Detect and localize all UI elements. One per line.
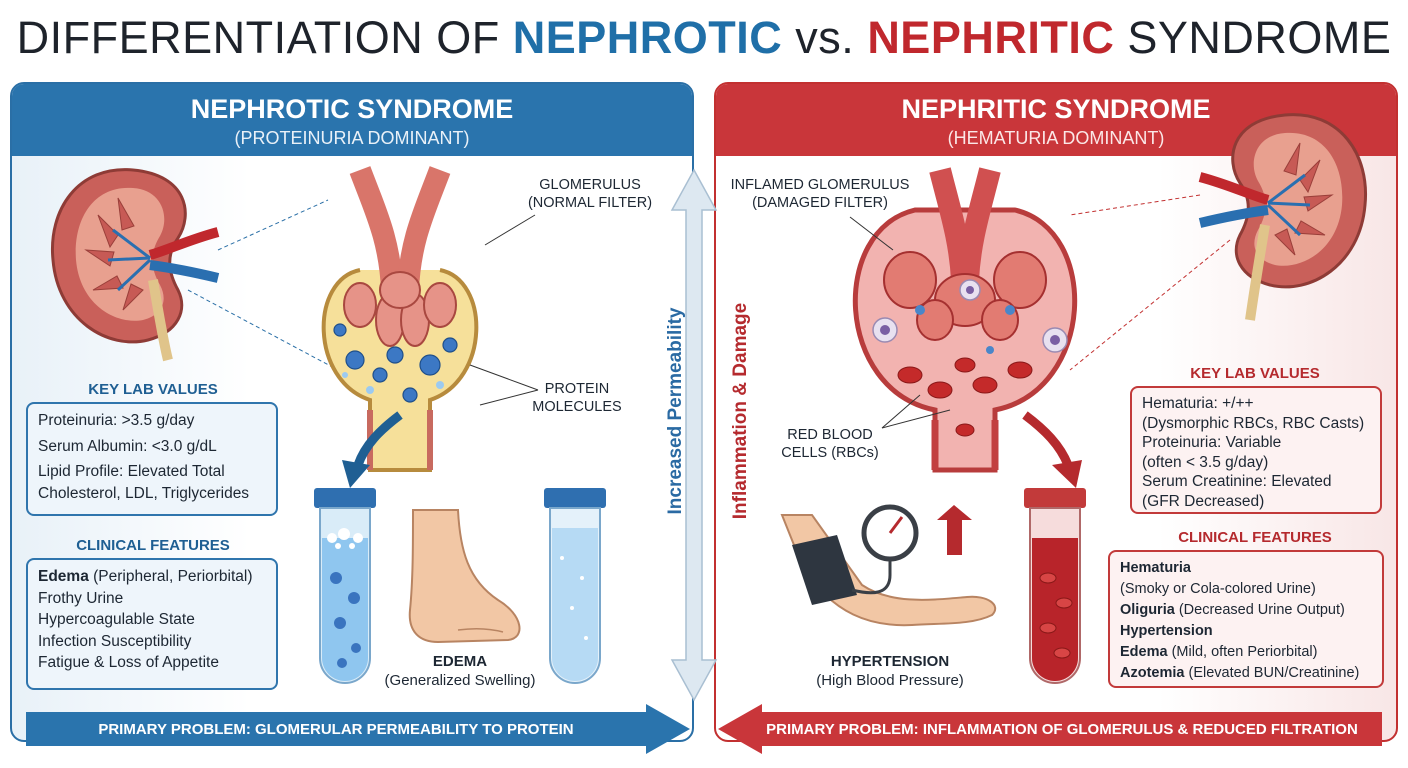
lab-value: (often < 3.5 g/day) — [1142, 453, 1269, 471]
feature-text: (Peripheral, Periorbital) — [88, 568, 253, 585]
comparison-urine-tube-icon — [544, 488, 606, 684]
center-double-arrow-icon — [670, 168, 718, 702]
clinical-feature: Infection Susceptibility — [38, 632, 192, 650]
nephritic-bottom-arrow-shape — [718, 704, 1382, 754]
nephritic-subheading: (HEMATURIA DOMINANT) — [947, 128, 1165, 148]
lab-value: Hematuria: +/++ — [1142, 395, 1254, 412]
feature-text: (Elevated BUN/Creatinine) — [1184, 665, 1360, 681]
feature-bold: Azotemia — [1120, 665, 1185, 681]
lab-value: (GFR Decreased) — [1142, 492, 1265, 510]
label-line: PROTEIN — [544, 381, 610, 397]
nephrotic-heading: NEPHROTIC SYNDROME — [190, 94, 514, 124]
nephrotic-header: NEPHROTIC SYNDROME (PROTEINURIA DOMINANT… — [12, 84, 692, 156]
rbc-label: RED BLOOD CELLS (RBCs) — [760, 426, 900, 462]
feature-text: (Mild, often Periorbital) — [1167, 644, 1318, 660]
nephrotic-subheading: (PROTEINURIA DOMINANT) — [234, 128, 470, 148]
label-line: (DAMAGED FILTER) — [752, 195, 888, 211]
nephrotic-bottom-arrow-shape — [26, 704, 690, 754]
protein-molecules-label: PROTEIN MOLECULES — [522, 380, 632, 416]
protein-flow-arrow — [342, 411, 403, 488]
clinical-feature: Fatigue & Loss of Appetite — [38, 654, 219, 671]
feature-bold: Hematuria — [1120, 560, 1191, 576]
page-title: DIFFERENTIATION OF NEPHROTIC vs. NEPHRIT… — [0, 12, 1408, 64]
clinical-feature: Frothy Urine — [38, 589, 124, 607]
feature-bold: Edema — [1120, 644, 1168, 660]
lab-value: Serum Albumin: <3.0 g/dL — [38, 437, 217, 455]
clinical-feature: Hypercoagulable State — [38, 611, 195, 628]
hypertension-caption-sub: (High Blood Pressure) — [816, 672, 964, 689]
nephritic-lab-values-box: Hematuria: +/++ (Dysmorphic RBCs, RBC Ca… — [1130, 386, 1382, 514]
rbc-pointer-lines — [881, 394, 951, 429]
protein-pointer-lines — [469, 364, 539, 406]
nephrotic-kidney-illustration — [50, 168, 339, 371]
feature-bold: Edema — [38, 568, 89, 585]
clinical-feature: Hypertension — [1120, 621, 1372, 642]
label-line: (NORMAL FILTER) — [527, 195, 653, 211]
edema-caption: EDEMA (Generalized Swelling) — [370, 652, 550, 690]
title-nephritic: NEPHRITIC — [867, 12, 1115, 63]
label-line: GLOMERULUS — [539, 177, 641, 193]
label-line: INFLAMED GLOMERULUS — [730, 177, 910, 193]
clinical-feature: Azotemia (Elevated BUN/Creatinine) — [1120, 663, 1372, 684]
nephrotic-lab-values-box: Proteinuria: >3.5 g/day Serum Albumin: <… — [26, 402, 278, 516]
edema-caption-sub: (Generalized Swelling) — [384, 672, 536, 689]
edema-foot-illustration — [408, 509, 521, 644]
nephritic-lab-title: KEY LAB VALUES — [1190, 365, 1320, 382]
nephritic-primary-problem: PRIMARY PROBLEM: INFLAMMATION OF GLOMERU… — [766, 720, 1358, 738]
nephrotic-clinical-title: CLINICAL FEATURES — [76, 537, 230, 554]
nephritic-clinical-title: CLINICAL FEATURES — [1178, 529, 1332, 546]
feature-bold: Oliguria — [1120, 602, 1175, 618]
lab-value: Proteinuria: Variable — [1142, 434, 1282, 451]
nephrotic-primary-problem: PRIMARY PROBLEM: GLOMERULAR PERMEABILITY… — [98, 720, 574, 738]
title-nephrotic: NEPHROTIC — [512, 12, 783, 63]
clinical-feature: Hematuria — [1120, 558, 1372, 579]
inflamed-glomerulus-pointer-line — [849, 216, 894, 251]
title-syndrome: SYNDROME — [1114, 12, 1392, 63]
title-vs: vs. — [782, 12, 868, 63]
inflamed-glomerulus-label: INFLAMED GLOMERULUS (DAMAGED FILTER) — [730, 176, 910, 212]
hypertension-caption-title: HYPERTENSION — [830, 653, 950, 670]
blood-pressure-cuff-illustration — [780, 504, 997, 627]
clinical-feature: (Smoky or Cola-colored Urine) — [1120, 581, 1316, 597]
nephritic-heading: NEPHRITIC SYNDROME — [901, 94, 1211, 124]
lab-value: Lipid Profile: Elevated Total — [38, 463, 225, 480]
hypertension-caption: HYPERTENSION (High Blood Pressure) — [795, 652, 985, 690]
rbc-flow-arrow — [1022, 411, 1082, 488]
label-line: RED BLOOD — [787, 427, 873, 443]
clinical-feature: Edema (Mild, often Periorbital) — [1120, 642, 1372, 663]
nephrotic-clinical-box: Edema (Peripheral, Periorbital) Frothy U… — [26, 558, 278, 690]
normal-glomerulus-illustration — [321, 166, 479, 472]
nephritic-kidney-illustration — [1069, 113, 1368, 371]
label-line: CELLS (RBCs) — [781, 445, 879, 461]
lab-value: (Dysmorphic RBCs, RBC Casts) — [1142, 414, 1365, 432]
lab-value: Serum Creatinine: Elevated — [1142, 473, 1332, 490]
inflamed-glomerulus-illustration — [852, 167, 1078, 473]
normal-glomerulus-label: GLOMERULUS (NORMAL FILTER) — [520, 176, 660, 212]
edema-caption-title: EDEMA — [432, 653, 488, 670]
clinical-feature: Edema (Peripheral, Periorbital) — [38, 566, 266, 588]
inflammation-damage-label: Inflammation & Damage — [730, 302, 751, 520]
nephritic-clinical-box: Hematuria (Smoky or Cola-colored Urine) … — [1108, 550, 1384, 688]
lab-value: Cholesterol, LDL, Triglycerides — [38, 484, 250, 502]
feature-bold: Hypertension — [1120, 623, 1213, 639]
glomerulus-pointer-line — [484, 214, 536, 246]
frothy-urine-tube-icon — [314, 488, 376, 684]
clinical-feature: Oliguria (Decreased Urine Output) — [1120, 600, 1372, 621]
increased-permeability-label: Increased Permeability — [665, 307, 686, 515]
lab-value: Proteinuria: >3.5 g/day — [38, 412, 195, 429]
label-line: MOLECULES — [532, 399, 622, 415]
nephrotic-lab-title: KEY LAB VALUES — [88, 381, 218, 398]
title-text: DIFFERENTIATION OF — [16, 12, 513, 63]
hematuria-tube-icon — [1024, 488, 1086, 684]
feature-text: (Decreased Urine Output) — [1174, 602, 1345, 618]
